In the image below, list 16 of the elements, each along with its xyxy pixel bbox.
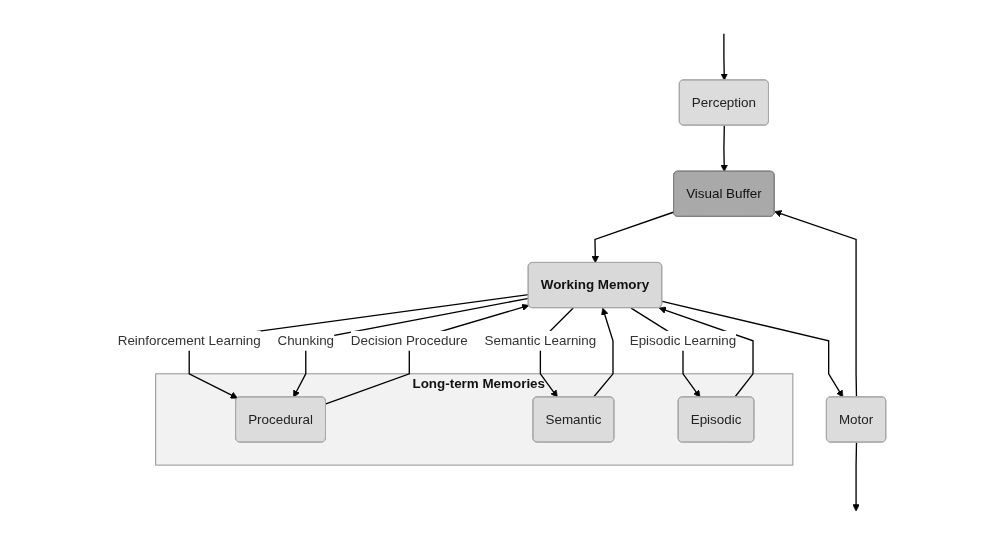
arrow [720, 33, 729, 81]
edge-label: Decision Procedure [351, 333, 469, 348]
edge-label: Reinforcement Learning [117, 333, 261, 348]
arrow [720, 124, 729, 172]
arrow [852, 441, 860, 512]
arrow [774, 210, 858, 398]
arrow [188, 293, 530, 399]
edge-label: Episodic Learning [630, 333, 737, 348]
arrow [661, 300, 844, 398]
arrow [325, 303, 530, 405]
edge-label: Chunking [277, 333, 335, 348]
arrow [293, 297, 530, 398]
arrow [659, 306, 754, 398]
arrow [593, 307, 614, 398]
edge-label: Semantic Learning [484, 333, 597, 348]
arrow [591, 211, 675, 264]
